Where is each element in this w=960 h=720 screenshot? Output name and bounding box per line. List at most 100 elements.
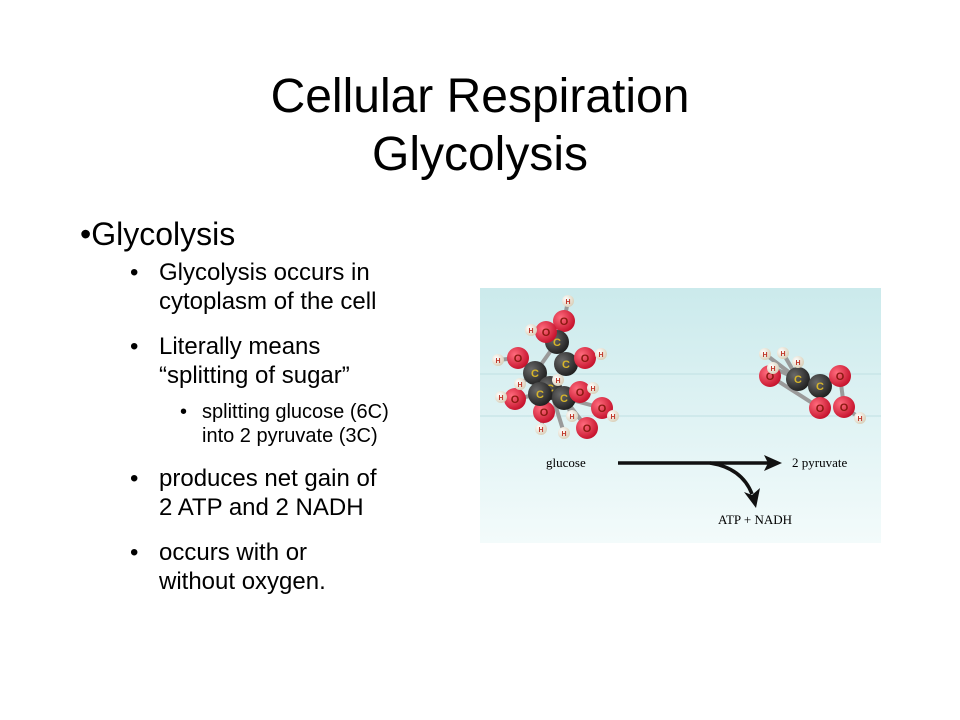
atom-symbol: H: [610, 414, 615, 421]
oxygen-atom: [809, 397, 831, 419]
reaction-arrowhead-main: [764, 455, 782, 471]
bullet-item-line: produces net gain of: [159, 465, 377, 492]
hydrogen-atom: [792, 356, 804, 368]
atom-symbol: O: [583, 423, 592, 435]
glycolysis-figure: OCOCOOCOCCOOOOCHHHHHHHHHHHHCOCOOOHHHHH g…: [480, 288, 881, 543]
atom-symbol: O: [540, 407, 549, 419]
carbon-atom: [523, 361, 547, 385]
atom-symbol: H: [565, 299, 570, 306]
atom-symbol: H: [598, 352, 603, 359]
bullet-glyph: •: [130, 465, 139, 492]
oxygen-atom: [553, 310, 575, 332]
bullet-item-line: “splitting of sugar”: [159, 362, 350, 389]
atom-symbol: O: [598, 403, 607, 415]
atom-symbol: H: [517, 382, 522, 389]
label-pyruvate: 2 pyruvate: [792, 455, 847, 470]
hydrogen-atom: [587, 382, 599, 394]
reaction-arrow-branch: [709, 461, 754, 495]
bullet-item-line: occurs with or: [159, 539, 308, 566]
bullet-glyph: •: [180, 401, 188, 423]
atom-symbol: H: [780, 351, 785, 358]
label-glucose: glucose: [546, 455, 586, 470]
atom-symbol: H: [857, 416, 862, 423]
bullet-item-line: without oxygen.: [159, 568, 326, 595]
carbon-atom: [554, 352, 578, 376]
atom-symbol: O: [816, 403, 825, 415]
atom-symbol: H: [590, 386, 595, 393]
bullet-glyph: •: [130, 259, 139, 286]
bullet-item: • Glycolysis occurs in cytoplasm of the …: [130, 258, 470, 316]
bullet-item-line: Glycolysis occurs in: [159, 259, 370, 286]
heading-text: Glycolysis: [91, 216, 236, 252]
bullet-list: • Glycolysis occurs in cytoplasm of the …: [130, 258, 470, 612]
hydrogen-atom: [595, 348, 607, 360]
carbon-atom: [808, 374, 832, 398]
atom-symbol: O: [514, 353, 523, 365]
atom-symbol: O: [836, 371, 845, 383]
hydrogen-atom: [514, 378, 526, 390]
atom-symbol: H: [495, 358, 500, 365]
atom-symbol: H: [762, 352, 767, 359]
glucose-molecule: OCOCOOCOCCOOOOCHHHHHHHHHHHH: [492, 295, 619, 439]
carbon-atom: [528, 382, 552, 406]
atom-symbol: O: [840, 402, 849, 414]
molecule-models: OCOCOOCOCCOOOOCHHHHHHHHHHHHCOCOOOHHHHH: [492, 295, 866, 439]
sub-bullet-line: into 2 pyruvate (3C): [202, 425, 378, 447]
atom-symbol: O: [581, 353, 590, 365]
bullet-item-line: cytoplasm of the cell: [159, 288, 377, 315]
hydrogen-atom: [607, 410, 619, 422]
slide-title: Cellular Respiration Glycolysis: [0, 68, 960, 184]
heading-bullet: •: [80, 216, 92, 252]
atom-symbol: O: [576, 387, 585, 399]
atom-symbol: H: [795, 360, 800, 367]
title-line-1: Cellular Respiration: [270, 70, 690, 123]
atom-symbol: O: [766, 371, 775, 383]
oxygen-atom: [576, 417, 598, 439]
atom-symbol: C: [816, 381, 824, 393]
atom-symbol: H: [561, 431, 566, 438]
oxygen-atom: [507, 347, 529, 369]
bullet-glyph: •: [130, 539, 139, 566]
sub-bullet-item: • splitting glucose (6C) into 2 pyruvate…: [180, 400, 470, 448]
hydrogen-atom: [492, 354, 504, 366]
reaction-arrowhead-branch: [744, 488, 760, 508]
atom-symbol: C: [531, 368, 539, 380]
hydrogen-atom: [854, 412, 866, 424]
oxygen-atom: [535, 321, 557, 343]
bullet-item-line: Literally means: [159, 333, 321, 360]
hydrogen-atom: [525, 324, 537, 336]
atom-symbol: H: [528, 328, 533, 335]
atom-symbol: C: [553, 337, 561, 349]
atom-symbol: H: [498, 395, 503, 402]
atom-symbol: O: [511, 394, 520, 406]
oxygen-atom: [833, 396, 855, 418]
oxygen-atom: [591, 397, 613, 419]
bullet-item: • produces net gain of 2 ATP and 2 NADH: [130, 464, 470, 522]
title-line-2: Glycolysis: [371, 128, 589, 181]
carbon-atom: [786, 367, 810, 391]
oxygen-atom: [533, 401, 555, 423]
atom-symbol: O: [542, 327, 551, 339]
oxygen-atom: [829, 365, 851, 387]
hydrogen-atom: [535, 423, 547, 435]
atom-symbol: H: [770, 366, 775, 373]
hydrogen-atom: [495, 391, 507, 403]
atom-symbol: H: [569, 414, 574, 421]
bullet-glyph: •: [130, 333, 139, 360]
atom-symbol: C: [562, 359, 570, 371]
oxygen-atom: [569, 381, 591, 403]
atom-symbol: C: [536, 389, 544, 401]
bullet-heading: •Glycolysis: [80, 214, 235, 254]
oxygen-atom: [574, 347, 596, 369]
label-products: ATP + NADH: [718, 512, 792, 527]
atom-symbol: H: [538, 427, 543, 434]
oxygen-atom: [504, 388, 526, 410]
hydrogen-atom: [767, 362, 779, 374]
hydrogen-atom: [566, 410, 578, 422]
bullet-item: • Literally means “splitting of sugar”: [130, 332, 470, 390]
hydrogen-atom: [759, 348, 771, 360]
atom-symbol: H: [555, 378, 560, 385]
hydrogen-atom: [777, 347, 789, 359]
